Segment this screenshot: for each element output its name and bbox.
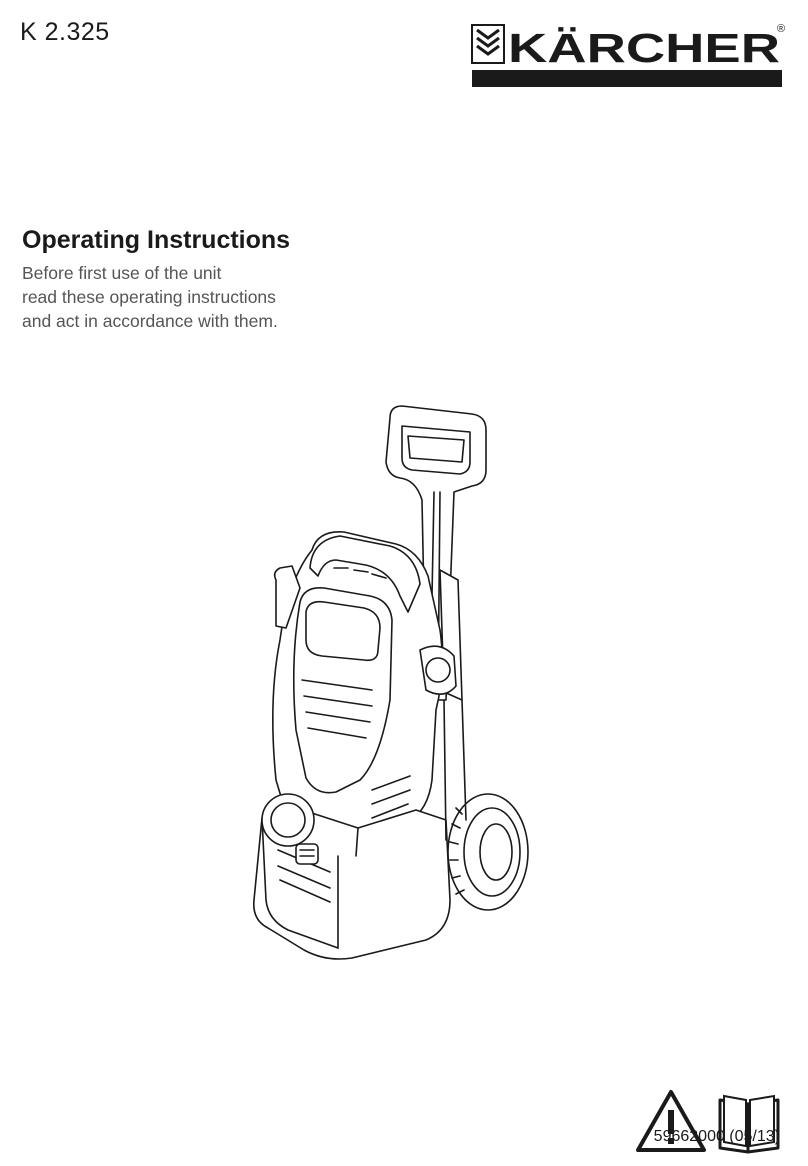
document-number: 59662000 (05/13)	[653, 1128, 780, 1145]
document-title: Operating Instructions	[22, 226, 291, 254]
registered-mark: ®	[777, 23, 785, 35]
warning-triangle-icon	[636, 1090, 706, 1152]
pressure-washer-illustration	[252, 405, 529, 960]
intro-line-1: Before first use of the unit	[22, 263, 222, 283]
model-number: K 2.325	[20, 18, 110, 46]
intro-line-2: read these operating instructions	[22, 287, 276, 307]
brand-wordmark: KÄRCHER	[508, 25, 780, 71]
intro-block: Operating Instructions Before first use …	[22, 226, 290, 333]
open-manual-icon	[718, 1094, 780, 1154]
intro-line-3: and act in accordance with them.	[22, 311, 278, 331]
karcher-logo: KÄRCHER ®	[471, 23, 785, 87]
